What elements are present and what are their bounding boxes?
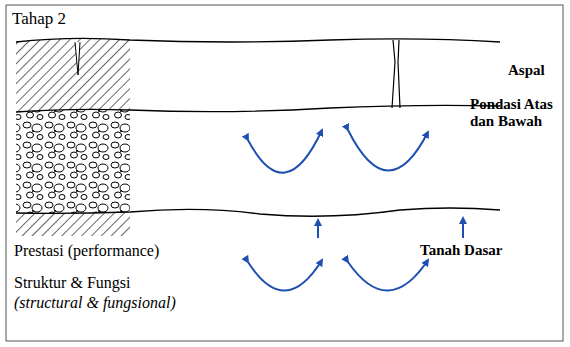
caption-line: Struktur & Fungsi [14,274,130,292]
stage-title: Tahap 2 [12,9,66,29]
layer-label: Aspal [508,62,545,79]
caption-line: (structural & fungsional) [14,294,176,312]
caption-line: Prestasi (performance) [14,242,159,260]
layer-label: Pondasi Atas dan Bawah [470,96,562,131]
layer-label: Tanah Dasar [420,242,502,259]
